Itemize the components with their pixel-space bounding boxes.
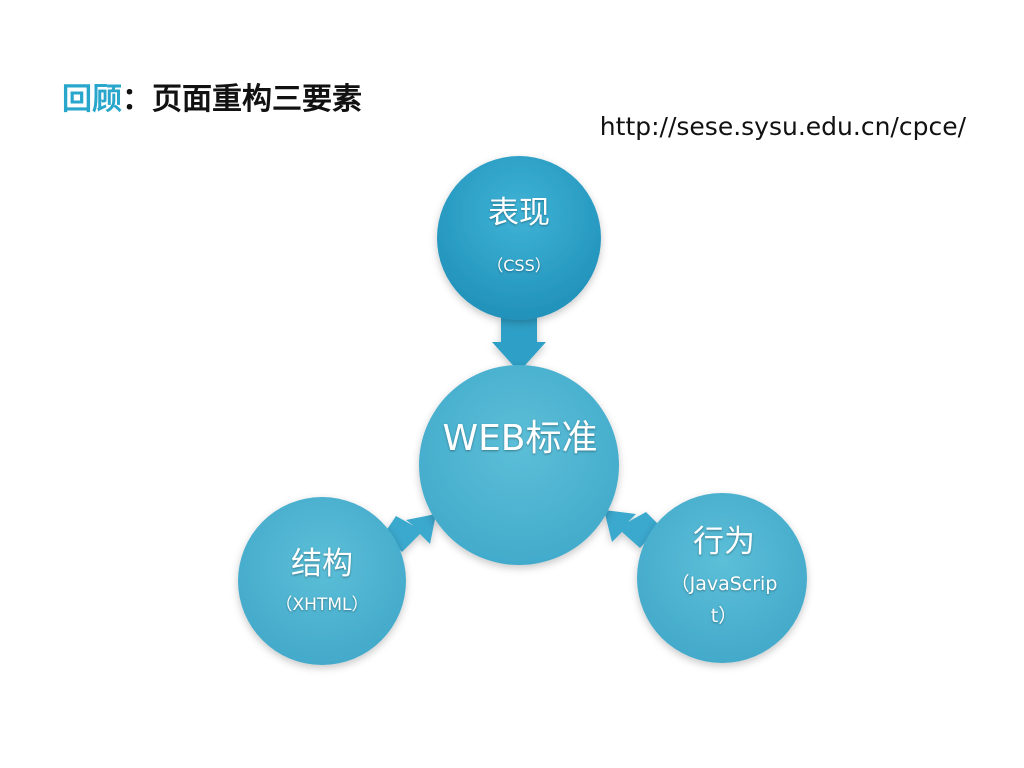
arrow-top-to-center [492,318,546,372]
title-accent: 回顾 [62,82,122,117]
node-left-label: 结构 [291,546,353,582]
node-center-label: WEB标准 [442,418,598,459]
node-right-label: 行为 [693,524,755,560]
arrow-right-to-center [604,510,660,548]
node-top-label: 表现 [488,195,550,231]
node-left-xhtml [238,497,406,665]
arrow-left-to-center [384,514,436,552]
node-top-css [437,156,601,320]
node-center-web [419,365,619,565]
node-right-sub: （JavaScript） [670,573,778,627]
node-right-text: 行为 （JavaScript） [640,520,808,632]
source-url[interactable]: http://sese.sysu.edu.cn/cpce/ [599,112,966,141]
slide-title: 回顾：页面重构三要素 [62,74,362,118]
node-center-text: WEB标准 [440,408,600,470]
title-rest: ：页面重构三要素 [122,82,362,117]
node-left-sub: （XHTML） [275,595,369,615]
node-right-js [637,493,807,663]
node-top-sub: （CSS） [487,256,551,275]
node-left-text: 结构 （XHTML） [238,542,406,615]
node-top-text: 表现 （CSS） [438,192,600,276]
